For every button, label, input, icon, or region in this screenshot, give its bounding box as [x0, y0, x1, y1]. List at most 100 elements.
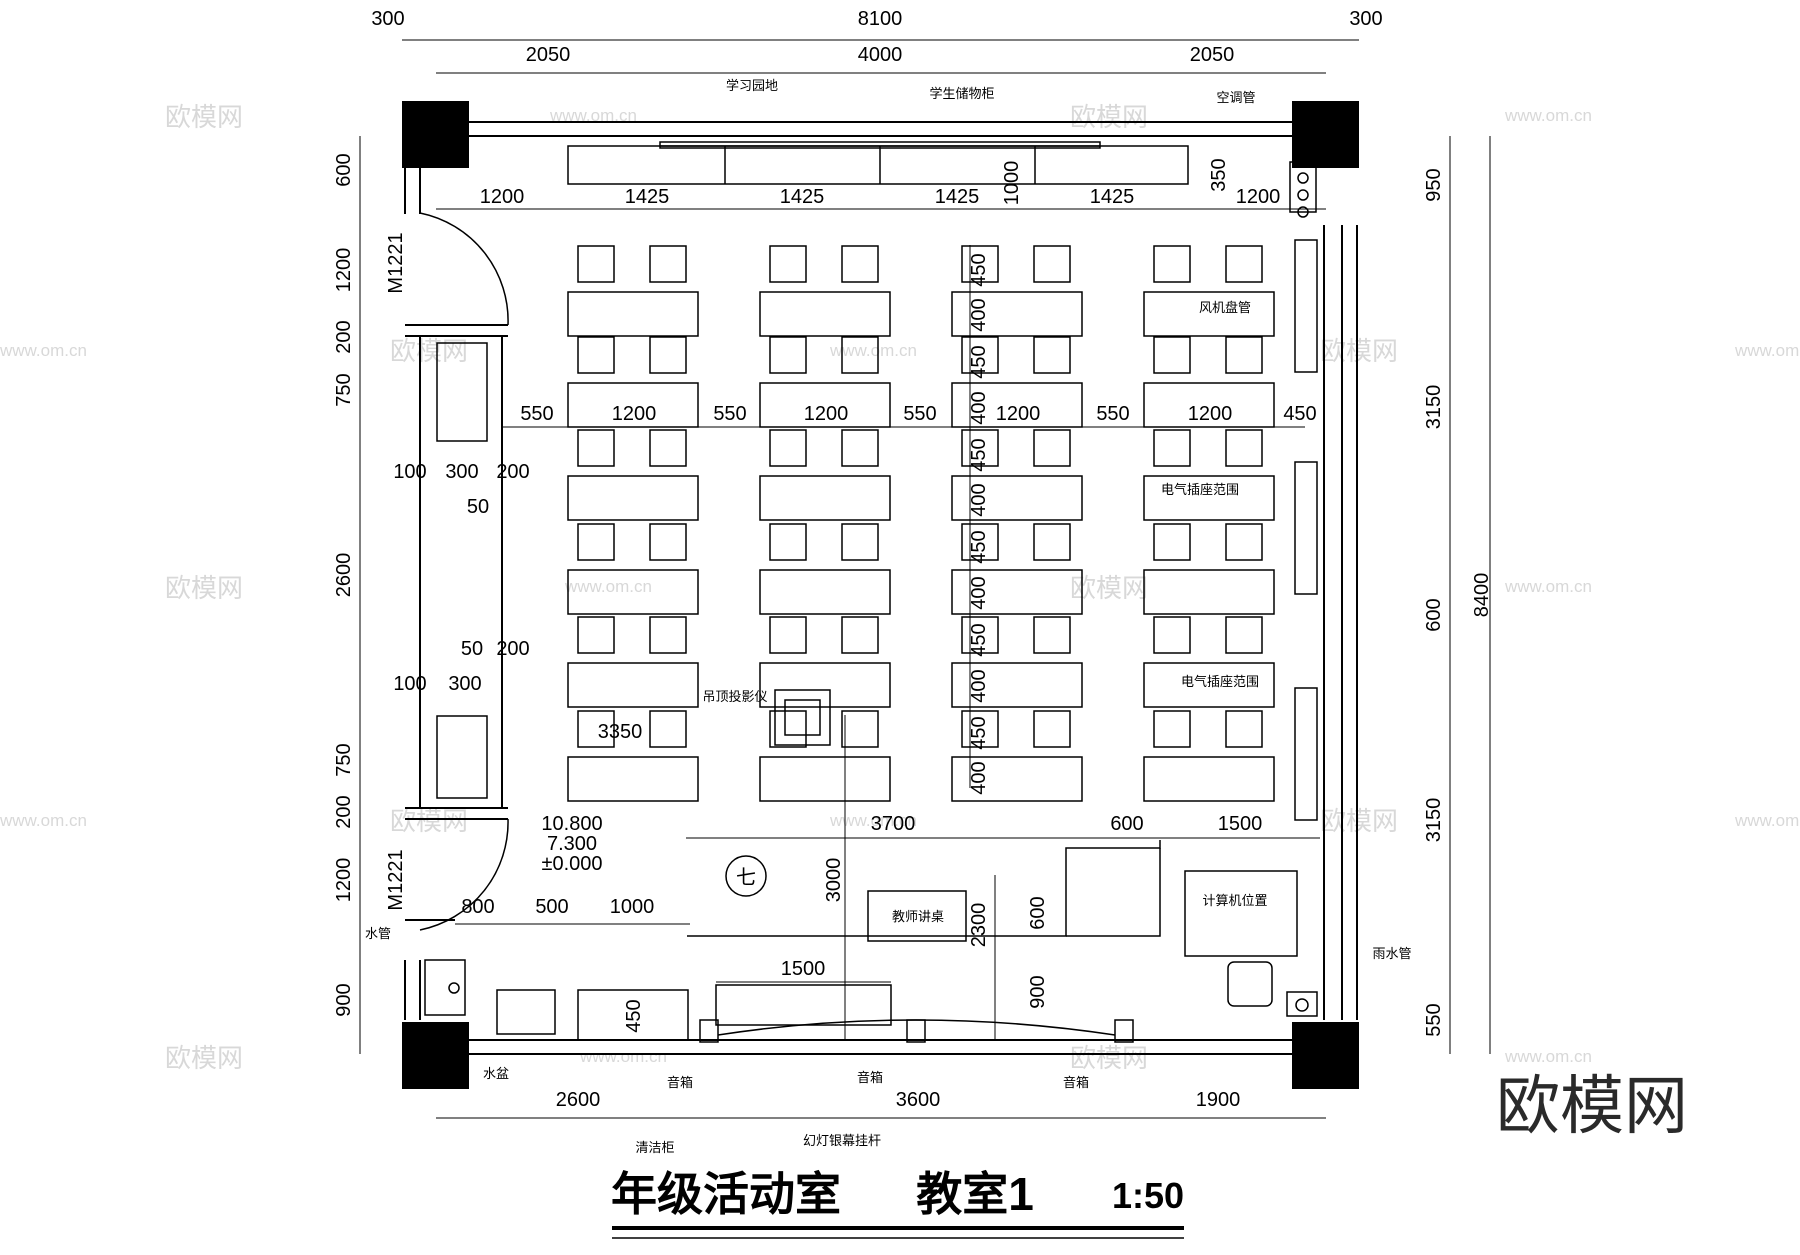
student-chair: [649, 429, 687, 467]
dim-top-seg: 2050: [1190, 44, 1235, 66]
dim-sink: 500: [535, 896, 568, 918]
screen-rod: [715, 984, 892, 1026]
dim-left-seg: 200: [333, 320, 355, 353]
label-student-locker: 学生储物柜: [929, 86, 994, 101]
dim-desk-depth: 2300: [968, 903, 990, 948]
student-chair: [1033, 616, 1071, 654]
fixtures: [424, 141, 1318, 1043]
dim-seat: 400: [968, 298, 990, 331]
dim-screen: 1500: [781, 958, 826, 980]
student-chair: [1033, 523, 1071, 561]
dim-mid: 1200: [612, 403, 657, 425]
dim-board: 200: [496, 461, 529, 483]
dim-mid: 450: [1283, 403, 1316, 425]
student-chair: [961, 616, 999, 654]
dim-board: 100: [393, 461, 426, 483]
student-locker: [567, 145, 1189, 185]
drawing-title: 年级活动室: [611, 1168, 841, 1220]
student-desk: [759, 475, 891, 521]
dim-board: 300: [448, 673, 481, 695]
watermark-url: www.om.cn: [1504, 577, 1592, 596]
student-chair: [577, 616, 615, 654]
watermark-layer: 欧模网 www.om.cn 欧模网 www.om.cn www.om.cn 欧模…: [0, 102, 1800, 1073]
dim-top-right-col: 300: [1349, 8, 1382, 30]
dim-row-width: 1200: [1236, 186, 1281, 208]
dim-bottom: 2600: [556, 1089, 601, 1111]
dim-board: 100: [393, 673, 426, 695]
room-number-circle: [725, 855, 767, 897]
label-socket-range: 电气插座范围: [1161, 482, 1239, 497]
student-chair: [961, 336, 999, 374]
dim-seat: 450: [968, 345, 990, 378]
watermark: 欧模网: [390, 806, 468, 836]
watermark: 欧模网: [1070, 102, 1148, 132]
dim-mid: 1200: [996, 403, 1041, 425]
student-desk: [1143, 291, 1275, 337]
projector: [774, 689, 831, 746]
brand-logo: 欧模网: [1496, 1070, 1688, 1142]
dim-left-seg: 1200: [333, 858, 355, 903]
student-desk: [1143, 569, 1275, 615]
dim-mid: 550: [903, 403, 936, 425]
student-chair: [961, 245, 999, 283]
drawing-scale: 1:50: [1112, 1175, 1184, 1216]
dim-left-seg: 1200: [333, 248, 355, 293]
dim-top-left-col: 300: [371, 8, 404, 30]
dim-left-total: 2600: [333, 553, 355, 598]
student-desk: [951, 475, 1083, 521]
dim-board-gap: 50: [467, 496, 489, 518]
elevation-level: ±0.000: [541, 853, 602, 875]
dim-front-depth: 3000: [823, 858, 845, 903]
student-chair: [649, 710, 687, 748]
cleaning-cabinet: [577, 989, 689, 1041]
watermark: 欧模网: [390, 336, 468, 366]
student-chair: [1153, 710, 1191, 748]
room-number: 七: [736, 866, 756, 889]
student-chair: [961, 710, 999, 748]
ac-pipe-shaft: [1289, 161, 1317, 213]
student-chair: [1153, 336, 1191, 374]
label-cleaning-cabinet: 清洁柜: [635, 1140, 674, 1155]
label-speaker: 音箱: [1063, 1075, 1089, 1090]
student-chair: [1033, 710, 1071, 748]
watermark-url: www.om.cn: [1734, 811, 1800, 830]
study-board: [659, 141, 1101, 149]
student-chair: [769, 710, 807, 748]
label-teacher-desk: 教师讲桌: [892, 909, 944, 924]
teacher-desk: [867, 890, 967, 942]
dim-seat: 400: [968, 576, 990, 609]
dim-bottom: 1900: [1196, 1089, 1241, 1111]
student-chair: [841, 336, 879, 374]
dim-lectern: 900: [1027, 975, 1049, 1008]
dim-board: 200: [496, 638, 529, 660]
sink: [496, 989, 556, 1035]
dim-bottom: 3600: [896, 1089, 941, 1111]
dim-storage-height: 1000: [1001, 161, 1023, 206]
seating: [567, 245, 1275, 802]
water-pipe-box: [424, 959, 466, 1016]
door-swing: [419, 818, 509, 931]
dim-top-total: 8100: [858, 8, 903, 30]
label-fan-coil: 风机盘管: [1199, 300, 1251, 315]
student-chair: [961, 523, 999, 561]
student-chair: [841, 523, 879, 561]
student-desk: [951, 569, 1083, 615]
student-chair: [841, 429, 879, 467]
student-desk: [567, 291, 699, 337]
column: [1292, 1022, 1359, 1089]
student-desk: [567, 756, 699, 802]
student-chair: [1033, 336, 1071, 374]
dim-seat: 450: [968, 438, 990, 471]
columns: [402, 101, 1359, 1089]
student-chair: [1225, 710, 1263, 748]
student-chair: [841, 710, 879, 748]
label-ac-pipe: 空调管: [1216, 90, 1255, 105]
window-lower: [436, 715, 488, 799]
student-desk: [951, 756, 1083, 802]
computer-desk: [1184, 870, 1298, 957]
dim-seat: 450: [968, 623, 990, 656]
column: [402, 101, 469, 168]
dim-board: 50: [461, 638, 483, 660]
student-chair: [577, 429, 615, 467]
student-chair: [769, 336, 807, 374]
